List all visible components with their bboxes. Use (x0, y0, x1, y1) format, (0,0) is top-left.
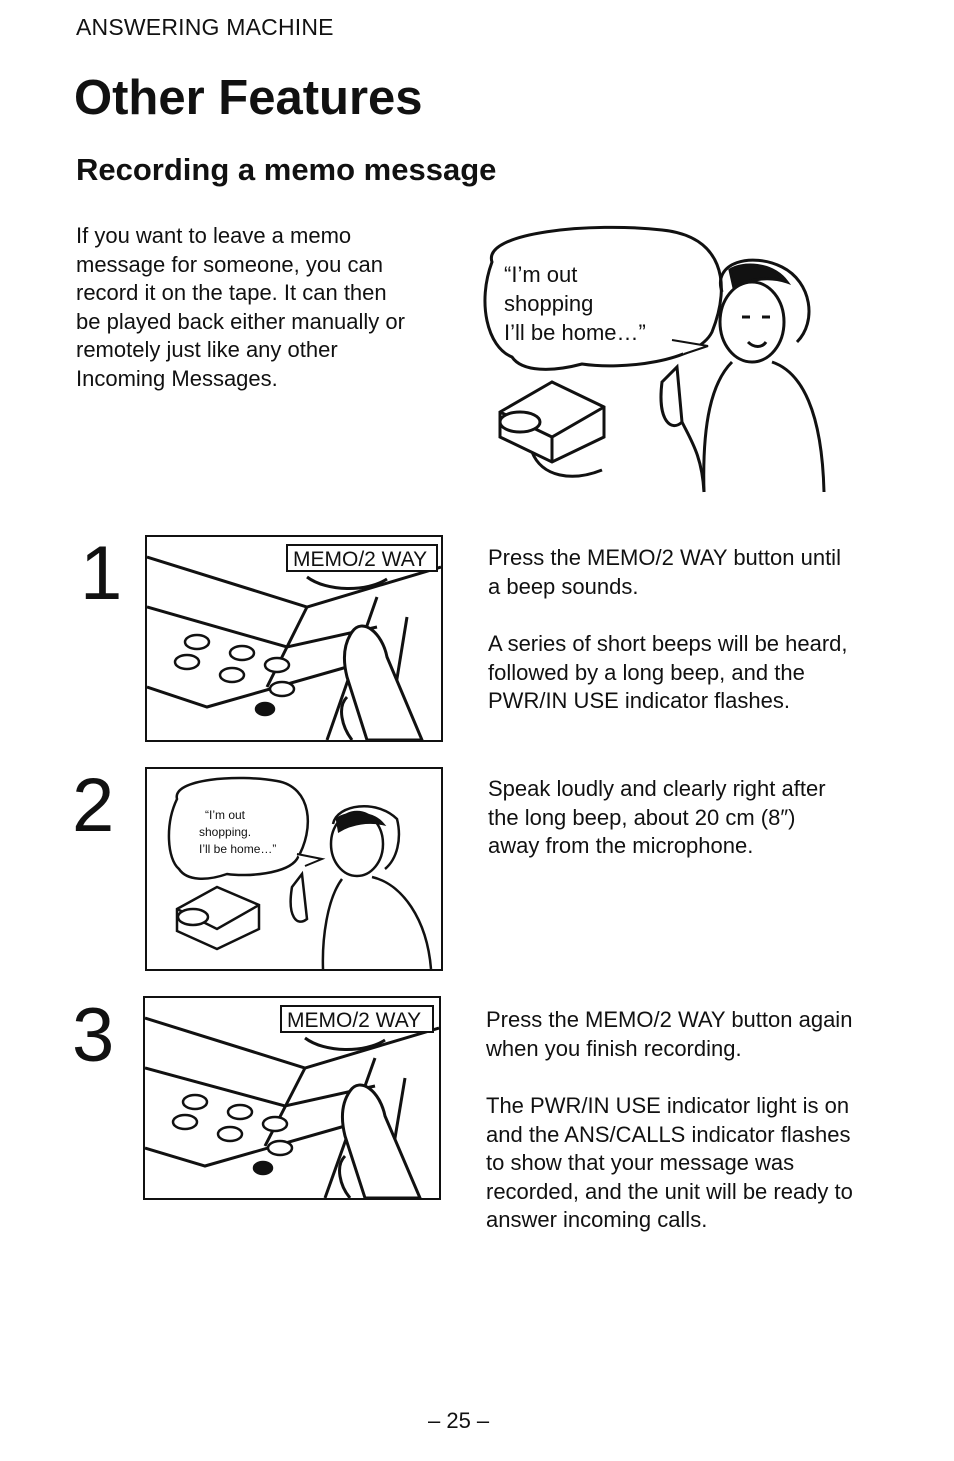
speech-line-3: I’ll be home…” (199, 842, 276, 856)
keypad-icon (173, 633, 296, 717)
memo-button (306, 575, 388, 590)
intro-paragraph: If you want to leave a memo message for … (76, 223, 405, 391)
speech-line-2: shopping (504, 291, 593, 316)
woman-illustration (289, 805, 433, 969)
speech-line-1: “I’m out (205, 808, 246, 822)
pressing-finger-icon (340, 624, 424, 740)
step-3-paragraph-2: The PWR/IN USE indicator light is on and… (486, 1093, 853, 1232)
step-1-paragraph-1: Press the MEMO/2 WAY button until a beep… (488, 545, 841, 599)
step-2-illustration: “I’m out shopping. I’ll be home…” (145, 767, 443, 971)
memo-button (304, 1036, 386, 1051)
memo-button-label: MEMO/2 WAY (293, 548, 427, 571)
section-label: ANSWERING MACHINE (76, 14, 334, 40)
pressing-finger-icon (338, 1083, 422, 1198)
speech-line-2: shopping. (199, 825, 251, 839)
telephone-icon (498, 380, 606, 478)
step-number-3: 3 (72, 993, 115, 1078)
speech-bubble (167, 776, 310, 880)
step-1-illustration: MEMO/2 WAY (145, 535, 443, 742)
page-title: Other Features (74, 71, 423, 125)
memo-button-label-box (286, 544, 438, 572)
telephone-icon (175, 885, 261, 951)
keypad-icon (171, 1093, 294, 1176)
step-3-illustration: MEMO/2 WAY (143, 996, 441, 1200)
woman-illustration (659, 258, 826, 493)
memo-button-label-box (280, 1005, 434, 1033)
page-number: – 25 – (428, 1408, 490, 1433)
step-number-1: 1 (80, 531, 123, 616)
step-1-paragraph-2: A series of short beeps will be heard, f… (488, 631, 848, 713)
speech-line-1: “I’m out (504, 262, 577, 287)
step-2-text: Speak loudly and clearly right after the… (488, 775, 848, 890)
section-title: Recording a memo message (76, 152, 497, 187)
speech-line-3: I’ll be home…” (504, 320, 646, 345)
step-3-text: Press the MEMO/2 WAY button again when y… (486, 1006, 854, 1264)
step-3-paragraph-1: Press the MEMO/2 WAY button again when y… (486, 1007, 853, 1061)
step-2-paragraph-1: Speak loudly and clearly right after the… (488, 776, 826, 858)
step-1-text: Press the MEMO/2 WAY button until a beep… (488, 544, 848, 745)
memo-button-label: MEMO/2 WAY (287, 1009, 421, 1032)
step-number-2: 2 (72, 763, 115, 848)
intro-illustration: “I’m out shopping I’ll be home…” (472, 222, 828, 494)
